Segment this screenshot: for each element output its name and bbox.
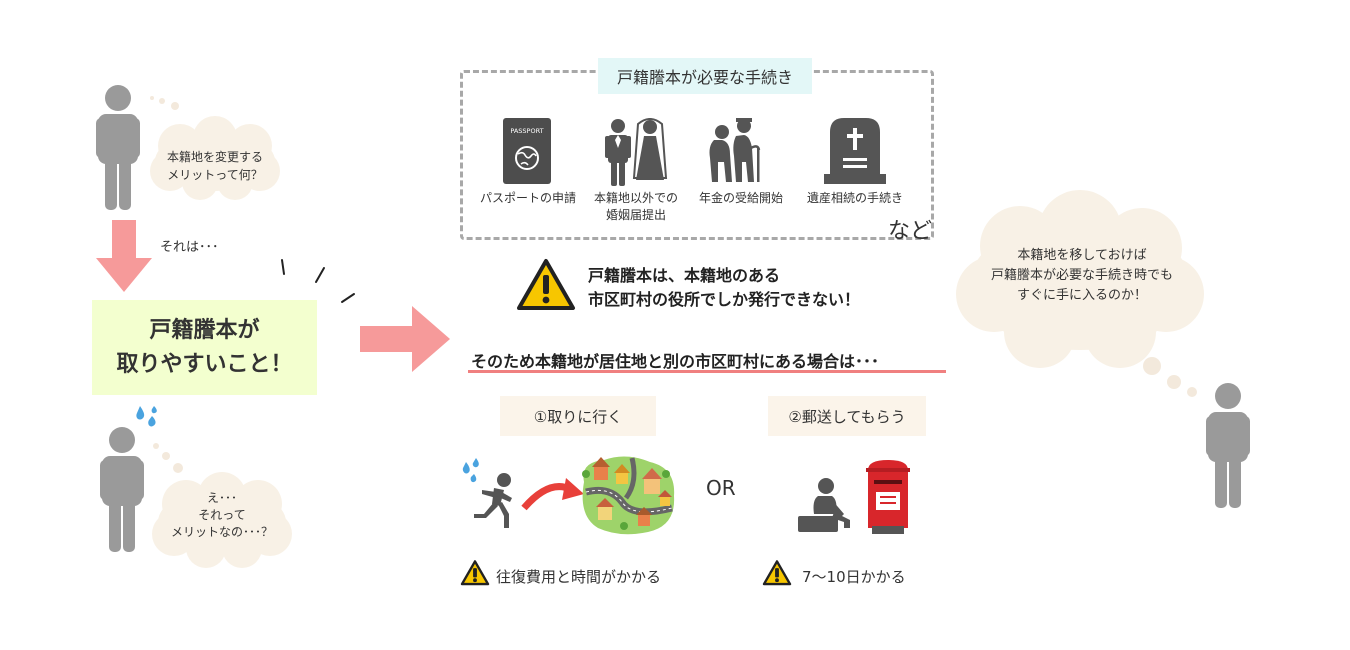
text-line: すぐに手に入るのか！: [1016, 288, 1147, 303]
warning-icon: [517, 259, 575, 310]
thought-dots: [153, 443, 183, 473]
text-line: 戸籍謄本が必要な手続き時でも: [990, 268, 1173, 283]
option-label-pickup: ①取りに行く: [500, 396, 656, 436]
highlight-box: 戸籍謄本が 取りやすいこと！: [92, 300, 317, 395]
option-note-pickup: 往復費用と時間がかかる: [496, 568, 662, 586]
thought-text-right: 本籍地を移しておけば 戸籍謄本が必要な手続き時でも すぐに手に入るのか！: [966, 246, 1198, 306]
thought-cloud: [956, 190, 1204, 368]
person-understanding-icon: [1206, 383, 1250, 508]
highlight-line-2: 取りやすいこと！: [116, 351, 293, 377]
text-line: 遺産相続の手続き: [806, 191, 903, 205]
text-line: 本籍地を変更する: [166, 150, 263, 164]
procedures-title: 戸籍謄本が必要な手続き: [598, 58, 812, 94]
emphasis-lines: [281, 259, 355, 303]
thought-text-2: え･･･ それって メリットなの･･･？: [160, 490, 284, 541]
warning-line-1: 戸籍謄本は、本籍地のある: [588, 266, 781, 285]
warning-line-2: 市区町村の役所でしか発行できない！: [588, 290, 861, 309]
option-label-mail: ②郵送してもらう: [768, 396, 926, 436]
procedure-label-pension: 年金の受給開始: [686, 190, 796, 207]
passport-icon: PASSPORT: [503, 118, 551, 184]
or-text: OR: [706, 476, 736, 500]
sitting-person-icon: [798, 478, 850, 532]
condition-underline: [468, 370, 946, 373]
text-line: 本籍地を移しておけば: [1017, 248, 1147, 263]
thought-text-1: 本籍地を変更する メリットって何？: [150, 148, 280, 184]
procedure-label-passport: パスポートの申請: [466, 190, 590, 207]
procedure-label-marriage: 本籍地以外での 婚姻届提出: [580, 190, 692, 224]
person-thinking-icon: [96, 85, 140, 210]
down-arrow-icon: [96, 220, 152, 292]
text-line: 本籍地以外での: [593, 191, 678, 205]
running-person-icon: [462, 458, 512, 528]
gravestone-icon: [824, 118, 886, 184]
elderly-couple-icon: [709, 118, 761, 182]
text-line: え･･･: [206, 491, 237, 505]
arrow-label: それは･･･: [160, 240, 219, 255]
text-line: それって: [198, 508, 246, 522]
town-map-icon: [582, 456, 675, 535]
highlight-line-1: 戸籍謄本が: [149, 317, 260, 343]
option-note-mail: 7〜10日かかる: [802, 568, 906, 586]
text-line: 婚姻届提出: [605, 208, 666, 222]
thought-cloud: [152, 472, 292, 568]
warning-icon: [460, 560, 490, 586]
curved-arrow-icon: [521, 478, 584, 511]
warning-icon: [762, 560, 792, 586]
procedure-label-inheritance: 遺産相続の手続き: [796, 190, 914, 207]
etc-label: など: [888, 219, 933, 244]
person-doubtful-icon: [100, 427, 144, 552]
warning-text: 戸籍謄本は、本籍地のある 市区町村の役所でしか発行できない！: [588, 264, 860, 312]
passport-text: PASSPORT: [510, 127, 543, 135]
condition-text: そのため本籍地が居住地と別の市区町村にある場合は･･･: [471, 352, 880, 371]
right-arrow-icon: [360, 306, 450, 372]
text-line: パスポートの申請: [479, 191, 576, 205]
wedding-couple-icon: [605, 118, 668, 186]
mailbox-icon: [866, 460, 910, 534]
thought-dots: [150, 96, 179, 110]
text-line: 年金の受給開始: [698, 191, 783, 205]
thought-dots: [1143, 357, 1197, 397]
text-line: メリットって何？: [167, 168, 263, 182]
thought-cloud: [150, 116, 280, 200]
text-line: メリットなの･･･？: [170, 525, 273, 539]
sweat-drops-icon: [136, 406, 157, 427]
